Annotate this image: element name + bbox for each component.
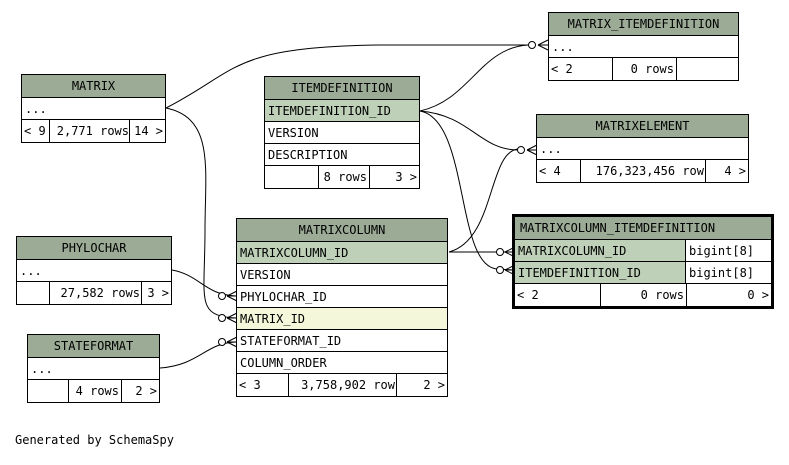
row-count: 2,771 rows (50, 120, 130, 142)
column-name: ITEMDEFINITION_ID (515, 262, 686, 283)
table-phylochar[interactable]: PHYLOCHAR ... 27,582 rows 3 > (16, 236, 172, 305)
rel-end-marker (496, 248, 504, 256)
crowfoot-marker (226, 336, 238, 348)
parents-count[interactable]: < 2 (515, 284, 601, 306)
column-row[interactable]: ... (549, 36, 738, 58)
column-row[interactable]: ITEMDEFINITION_ID bigint[8] (515, 262, 771, 284)
parents-count[interactable]: < 9 (22, 120, 50, 142)
table-footer: < 2 0 rows (549, 58, 738, 80)
column-row[interactable]: ... (17, 260, 171, 282)
row-count: 27,582 rows (50, 282, 142, 304)
column-row[interactable]: ... (537, 138, 748, 160)
table-title[interactable]: MATRIX (22, 75, 165, 98)
rel-end-marker (218, 292, 226, 300)
column-row[interactable]: PHYLOCHAR_ID (237, 286, 447, 308)
rel-matrix-matrix-itemdefinition (165, 44, 528, 109)
children-count[interactable]: 14 > (134, 124, 163, 138)
column-row[interactable]: MATRIXCOLUMN_ID bigint[8] (515, 240, 771, 262)
parents-count[interactable] (265, 166, 319, 188)
table-matrix-itemdefinition[interactable]: MATRIX_ITEMDEFINITION ... < 2 0 rows (548, 12, 739, 81)
primary-key-column[interactable]: MATRIXCOLUMN_ID (237, 242, 447, 264)
parents-count[interactable] (17, 282, 50, 304)
parents-count[interactable]: < 2 (549, 58, 613, 80)
rel-stateformat-matrixcolumn (159, 341, 237, 369)
column-row[interactable]: ... (22, 98, 165, 120)
rel-itemdefinition-matrix-itemdefinition (419, 44, 529, 112)
table-footer: 27,582 rows 3 > (17, 282, 171, 304)
table-title[interactable]: MATRIXCOLUMN_ITEMDEFINITION (515, 217, 771, 240)
row-count: 176,323,456 row (581, 160, 706, 182)
column-row[interactable]: COLUMN_ORDER (237, 352, 447, 374)
column-type: bigint[8] (689, 244, 755, 258)
parents-count[interactable]: < 3 (237, 374, 289, 396)
table-footer: < 4 176,323,456 row 4 > (537, 160, 748, 182)
column-row[interactable]: VERSION (237, 264, 447, 286)
table-itemdefinition[interactable]: ITEMDEFINITION ITEMDEFINITION_ID VERSION… (264, 76, 420, 189)
crowfoot-marker (537, 39, 549, 51)
children-count[interactable] (677, 58, 738, 80)
table-title[interactable]: MATRIX_ITEMDEFINITION (549, 13, 738, 36)
table-footer: 8 rows 3 > (265, 166, 419, 188)
generated-by-label: Generated by SchemaSpy (15, 433, 174, 447)
table-footer: < 9 2,771 rows 14 > (22, 120, 165, 142)
children-count[interactable]: 3 > (147, 286, 169, 300)
table-title[interactable]: MATRIXCOLUMN (237, 219, 447, 242)
column-row-highlighted[interactable]: MATRIX_ID (237, 308, 447, 330)
rel-itemdefinition-matrixelement (419, 110, 519, 151)
children-count[interactable]: 2 > (423, 378, 445, 392)
parents-count[interactable] (28, 380, 69, 402)
table-matrixcolumn[interactable]: MATRIXCOLUMN MATRIXCOLUMN_ID VERSION PHY… (236, 218, 448, 397)
crowfoot-marker (526, 144, 538, 156)
row-count: 3,758,902 row (289, 374, 397, 396)
rel-end-marker (218, 338, 226, 346)
crowfoot-marker (226, 290, 238, 302)
column-type: bigint[8] (689, 266, 755, 280)
table-title[interactable]: STATEFORMAT (28, 335, 159, 358)
children-count[interactable]: 2 > (135, 384, 157, 398)
table-footer: < 2 0 rows 0 > (515, 284, 771, 306)
rel-end-marker (528, 41, 536, 49)
primary-key-column[interactable]: ITEMDEFINITION_ID (265, 100, 419, 122)
row-count: 0 rows (613, 58, 677, 80)
table-title[interactable]: ITEMDEFINITION (265, 77, 419, 100)
children-count[interactable]: 0 > (747, 288, 769, 302)
children-count[interactable]: 3 > (395, 170, 417, 184)
row-count: 4 rows (69, 380, 122, 402)
column-row[interactable]: VERSION (265, 122, 419, 144)
column-row[interactable]: DESCRIPTION (265, 144, 419, 166)
column-row[interactable]: STATEFORMAT_ID (237, 330, 447, 352)
rel-end-marker (517, 146, 525, 154)
table-stateformat[interactable]: STATEFORMAT ... 4 rows 2 > (27, 334, 160, 403)
table-matrix[interactable]: MATRIX ... < 9 2,771 rows 14 > (21, 74, 166, 143)
rel-matrixcolumn-matrixelement (448, 148, 519, 253)
crowfoot-marker (226, 312, 238, 324)
row-count: 8 rows (319, 166, 370, 188)
children-count[interactable]: 4 > (724, 164, 746, 178)
table-matrixcolumn-itemdefinition[interactable]: MATRIXCOLUMN_ITEMDEFINITION MATRIXCOLUMN… (512, 214, 774, 309)
rel-matrix-matrixcolumn (165, 107, 237, 319)
table-title[interactable]: MATRIXELEMENT (537, 115, 748, 138)
rel-end-marker (496, 266, 504, 274)
table-title[interactable]: PHYLOCHAR (17, 237, 171, 260)
table-footer: < 3 3,758,902 row 2 > (237, 374, 447, 396)
rel-end-marker (218, 314, 226, 322)
column-name: MATRIXCOLUMN_ID (515, 240, 686, 261)
table-matrixelement[interactable]: MATRIXELEMENT ... < 4 176,323,456 row 4 … (536, 114, 749, 183)
row-count: 0 rows (601, 284, 687, 306)
parents-count[interactable]: < 4 (537, 160, 581, 182)
rel-itemdefinition-mci (419, 110, 514, 271)
table-footer: 4 rows 2 > (28, 380, 159, 402)
column-row[interactable]: ... (28, 358, 159, 380)
